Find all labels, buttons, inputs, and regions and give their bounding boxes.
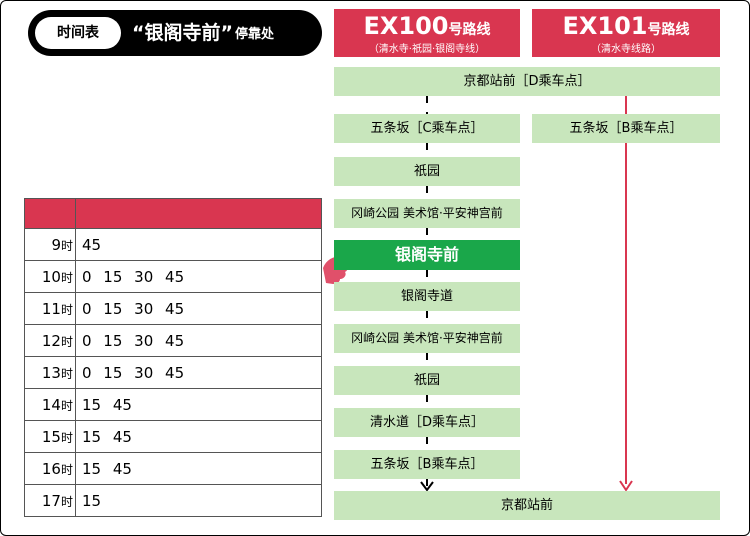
stop-gojozaka-c[interactable]: 五条坂［C乘车点］ — [334, 114, 520, 143]
hour-value: 15 — [41, 427, 61, 446]
stop-gion[interactable]: 祇园 — [334, 157, 520, 186]
hour-suffix: 时 — [60, 302, 73, 317]
stop-okazaki-park-2[interactable]: 冈崎公园 美术馆·平安神宫前 — [334, 324, 520, 353]
route-ex100-number: EX100 — [363, 12, 449, 40]
timetable-minutes-cell: 0 15 30 45 — [75, 324, 322, 357]
ex101-arrowhead — [619, 480, 633, 492]
timetable-badge: 时间表 — [35, 17, 121, 49]
hour-suffix: 时 — [60, 494, 73, 509]
stop-gion-2[interactable]: 祇园 — [334, 366, 520, 395]
hour-value: 16 — [41, 459, 61, 478]
timetable-header-row — [24, 198, 322, 229]
stop-ginkakuji-michi[interactable]: 银阁寺道 — [334, 282, 520, 311]
hour-suffix: 时 — [60, 270, 73, 285]
hour-suffix: 时 — [60, 462, 73, 477]
hour-value: 11 — [41, 299, 61, 318]
timetable-minutes-cell: 0 15 30 45 — [75, 260, 322, 293]
stop-current-ginkakuji-mae[interactable]: 银阁寺前 — [334, 240, 520, 270]
hour-value: 17 — [41, 491, 61, 510]
route-ex100-suffix: 号路线 — [448, 22, 491, 38]
stop-gojozaka-b[interactable]: 五条坂［B乘车点］ — [334, 450, 520, 479]
route-ex101-number: EX101 — [562, 12, 648, 40]
timetable-minutes-cell: 15 — [75, 484, 322, 517]
stop-okazaki-park[interactable]: 冈崎公园 美术馆·平安神宫前 — [334, 199, 520, 228]
route-ex100-header[interactable]: EX100号路线 （清水寺·祇园·银阁寺线） — [334, 9, 520, 57]
hour-value: 13 — [41, 363, 61, 382]
hour-suffix: 时 — [60, 398, 73, 413]
timetable-minutes-cell: 45 — [75, 228, 322, 261]
title-banner: 时间表 “银阁寺前” 停靠处 — [28, 10, 322, 56]
timetable-hour-cell: 15时 — [24, 420, 76, 453]
timetable-hour-cell: 14时 — [24, 388, 76, 421]
hour-suffix: 时 — [60, 430, 73, 445]
route-ex100-via: （清水寺·祇园·银阁寺线） — [368, 44, 486, 55]
timetable-minutes-cell: 0 15 30 45 — [75, 292, 322, 325]
hour-suffix: 时 — [60, 238, 73, 253]
hour-value: 9 — [51, 235, 61, 254]
timetable-hour-cell: 9时 — [24, 228, 76, 261]
hour-value: 14 — [41, 395, 61, 414]
route-ex101-via: （清水寺线路） — [591, 44, 661, 55]
timetable-hour-cell: 13时 — [24, 356, 76, 389]
hour-suffix: 时 — [60, 366, 73, 381]
timetable-header-hour — [24, 198, 76, 229]
timetable-hour-cell: 11时 — [24, 292, 76, 325]
stop-kyoto-station-d[interactable]: 京都站前［D乘车点］ — [334, 67, 720, 96]
hour-value: 10 — [41, 267, 61, 286]
timetable-hour-cell: 17时 — [24, 484, 76, 517]
stop-kiyomizu-michi-d[interactable]: 清水道［D乘车点］ — [334, 408, 520, 437]
timetable-header-minutes — [75, 198, 322, 229]
timetable-minutes-cell: 15 45 — [75, 452, 322, 485]
stop-name: “银阁寺前” — [132, 22, 233, 44]
route-ex101-header[interactable]: EX101号路线 （清水寺线路） — [532, 9, 720, 57]
hour-suffix: 时 — [60, 334, 73, 349]
timetable-minutes-cell: 0 15 30 45 — [75, 356, 322, 389]
ex100-arrowhead — [420, 481, 434, 492]
stop-kyoto-station[interactable]: 京都站前 — [334, 491, 720, 520]
timetable-hour-cell: 10时 — [24, 260, 76, 293]
timetable-minutes-cell: 15 45 — [75, 420, 322, 453]
timetable-hour-cell: 16时 — [24, 452, 76, 485]
stop-suffix: 停靠处 — [235, 27, 275, 42]
route-ex101-suffix: 号路线 — [647, 22, 690, 38]
hour-value: 12 — [41, 331, 61, 350]
timetable-minutes-cell: 15 45 — [75, 388, 322, 421]
stop-ex101-gojozaka-b[interactable]: 五条坂［B乘车点］ — [532, 114, 720, 143]
timetable-hour-cell: 12时 — [24, 324, 76, 357]
